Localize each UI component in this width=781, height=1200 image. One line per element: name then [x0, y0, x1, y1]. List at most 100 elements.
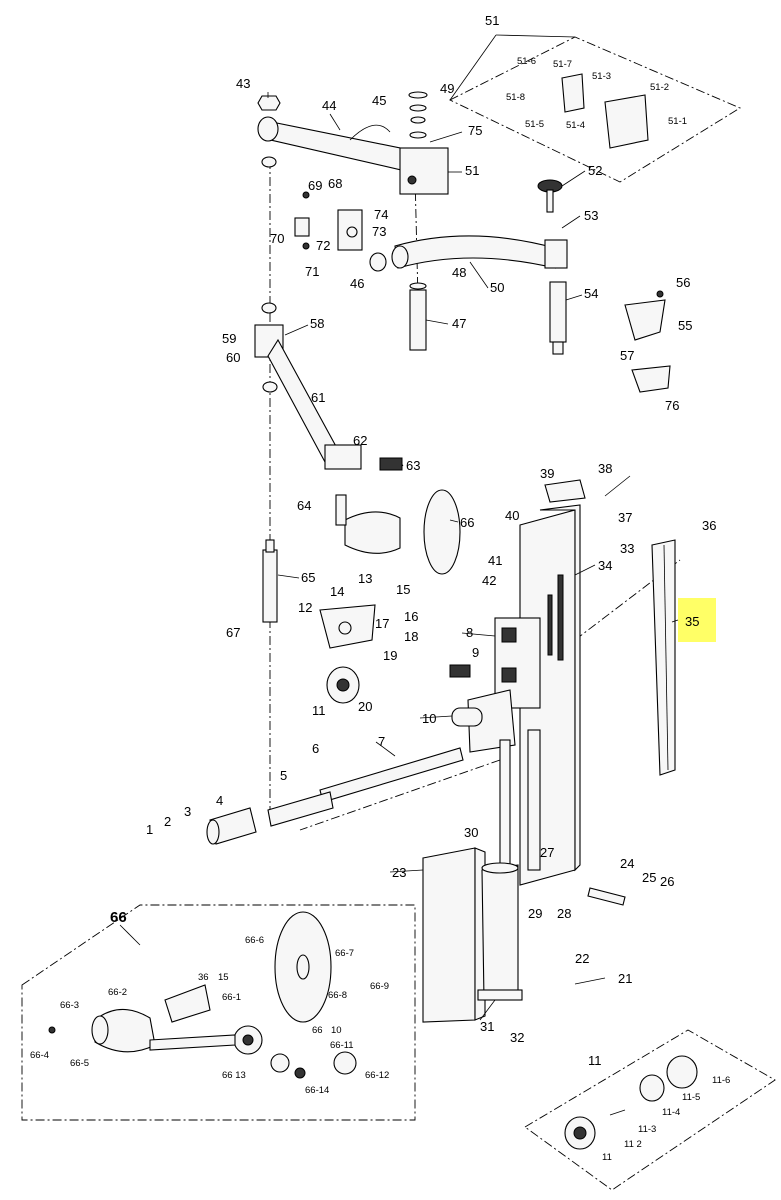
highlight-box: [678, 598, 716, 642]
label-76: 76: [665, 398, 679, 413]
label-66-3: 66-3: [60, 1000, 79, 1011]
arm-58: [254, 302, 362, 470]
label-51-7: 51-7: [553, 59, 572, 70]
bracket-55: [624, 290, 666, 341]
label-15-sub: 15: [218, 972, 229, 983]
cover-23: [422, 847, 486, 1023]
label-55: 55: [678, 318, 692, 333]
detail-66-parts: [48, 911, 357, 1079]
label-10-sub: 10: [331, 1025, 342, 1036]
bracket-12: [319, 604, 376, 649]
label-66-1: 66-1: [222, 992, 241, 1003]
label-72: 72: [316, 238, 330, 253]
label-52: 52: [588, 163, 602, 178]
label-62: 62: [353, 433, 367, 448]
label-51-top: 51: [485, 13, 499, 28]
label-57: 57: [620, 348, 634, 363]
label-68: 68: [328, 176, 342, 191]
shaft-54: [549, 281, 567, 355]
part-70: [294, 191, 310, 250]
label-11-group: 11: [588, 1053, 602, 1068]
label-10: 10: [422, 711, 436, 726]
label-51-6: 51-6: [517, 56, 536, 67]
label-51-3: 51-3: [592, 71, 611, 82]
label-43: 43: [236, 76, 250, 91]
label-29: 29: [528, 906, 542, 921]
label-11-2: 11 2: [624, 1139, 642, 1150]
label-66-sub: 66: [312, 1025, 323, 1036]
label-45: 45: [372, 93, 386, 108]
label-33: 33: [620, 541, 634, 556]
label-38: 38: [598, 461, 612, 476]
label-66-13: 66 13: [222, 1070, 246, 1081]
label-5: 5: [280, 768, 287, 783]
label-69: 69: [308, 178, 322, 193]
roller-11: [326, 666, 360, 704]
part-labels: 51 43 44 45 49 75 51 52 53 69 68 74 73 7…: [110, 13, 716, 1068]
label-34: 34: [598, 558, 612, 573]
label-42: 42: [482, 573, 496, 588]
label-37: 37: [618, 510, 632, 525]
label-27: 27: [540, 845, 554, 860]
label-35-highlighted[interactable]: 35: [685, 614, 699, 629]
label-21: 21: [618, 971, 632, 986]
washers-49: [408, 91, 428, 139]
label-11-3: 11-3: [638, 1124, 656, 1135]
label-46: 46: [350, 276, 364, 291]
upper-arm-44: [257, 116, 449, 195]
label-66-6: 66-6: [245, 935, 264, 946]
label-66-5: 66-5: [70, 1058, 89, 1069]
ring-46: [369, 252, 387, 272]
detail-box-66: [21, 904, 416, 1121]
pin-24: [587, 887, 626, 906]
arm-50: [391, 235, 568, 269]
label-3: 3: [184, 804, 191, 819]
label-56: 56: [676, 275, 690, 290]
label-25: 25: [642, 870, 656, 885]
label-66-12: 66-12: [365, 1070, 389, 1081]
label-39: 39: [540, 466, 554, 481]
label-66-4: 66-4: [30, 1050, 49, 1061]
detail-box-51: [448, 36, 741, 183]
label-49: 49: [440, 81, 454, 96]
pressure-disc-66: [335, 489, 461, 575]
label-18: 18: [404, 629, 418, 644]
label-51-5: 51-5: [525, 119, 544, 130]
label-9: 9: [472, 645, 479, 660]
label-70: 70: [270, 231, 284, 246]
label-47: 47: [452, 316, 466, 331]
label-51-1: 51-1: [668, 116, 687, 127]
handle-10: [451, 707, 483, 727]
slide-rail-7: [319, 747, 464, 803]
label-64: 64: [297, 498, 311, 513]
clamp-74: [337, 209, 363, 251]
carriage-8: [467, 617, 541, 753]
knob-52: [537, 179, 563, 213]
roller-4: [206, 807, 257, 845]
label-23: 23: [392, 865, 406, 880]
label-73: 73: [372, 224, 386, 239]
shaft-5: [267, 791, 334, 827]
label-36: 36: [702, 518, 716, 533]
label-28: 28: [557, 906, 571, 921]
label-66-7: 66-7: [335, 948, 354, 959]
label-41: 41: [488, 553, 502, 568]
label-66-14: 66-14: [305, 1085, 329, 1096]
label-13: 13: [358, 571, 372, 586]
label-74: 74: [374, 207, 388, 222]
label-61: 61: [311, 390, 325, 405]
sub-labels-66: 66-6 66-7 36 15 66-9 66-8 66-2 66-1 66-3…: [30, 935, 389, 1096]
label-71: 71: [305, 264, 319, 279]
label-1: 1: [146, 822, 153, 837]
label-8: 8: [466, 625, 473, 640]
label-16: 16: [404, 609, 418, 624]
label-58: 58: [310, 316, 324, 331]
shaft-47: [409, 282, 427, 351]
label-54: 54: [584, 286, 598, 301]
label-14: 14: [330, 584, 344, 599]
label-66: 66: [460, 515, 474, 530]
label-36-sub: 36: [198, 972, 209, 983]
sub-labels-51: 51-6 51-7 51-3 51-8 51-2 51-5 51-4 51-1: [506, 56, 687, 131]
label-15: 15: [396, 582, 410, 597]
